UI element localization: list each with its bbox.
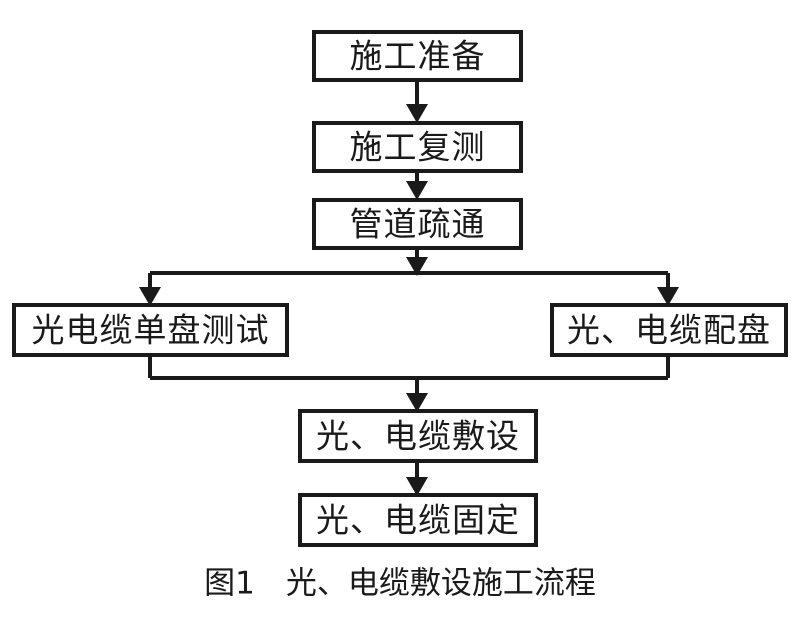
node-label-cable-laying: 光、电缆敷设 <box>316 417 520 456</box>
node-label-cable-fixing: 光、电缆固定 <box>316 501 520 540</box>
node-construction-preparation[interactable]: 施工准备 <box>312 30 523 82</box>
node-label-duct-clearing: 管道疏通 <box>350 205 486 244</box>
edge-duct-clearing-to-branches <box>139 248 679 306</box>
edge-resurvey-to-duct-clearing <box>406 171 428 200</box>
node-construction-resurvey[interactable]: 施工复测 <box>312 121 523 173</box>
node-label-cable-reel-allocation: 光、电缆配盘 <box>567 311 771 350</box>
edge-construction-prep-to-resurvey <box>406 80 428 123</box>
edge-branches-to-cable-laying <box>148 355 670 412</box>
node-cable-fixing[interactable]: 光、电缆固定 <box>298 493 538 547</box>
figure-caption: 图1 光、电缆敷设施工流程 <box>204 566 596 602</box>
node-label-construction-resurvey: 施工复测 <box>350 128 486 167</box>
node-duct-clearing[interactable]: 管道疏通 <box>312 198 523 250</box>
node-single-reel-cable-test[interactable]: 光电缆单盘测试 <box>12 303 289 357</box>
node-cable-reel-allocation[interactable]: 光、电缆配盘 <box>550 303 788 357</box>
node-label-construction-preparation: 施工准备 <box>350 37 486 76</box>
node-cable-laying[interactable]: 光、电缆敷设 <box>298 409 538 463</box>
node-label-single-reel-cable-test: 光电缆单盘测试 <box>32 311 270 350</box>
edge-cable-laying-to-cable-fixing <box>406 461 428 496</box>
